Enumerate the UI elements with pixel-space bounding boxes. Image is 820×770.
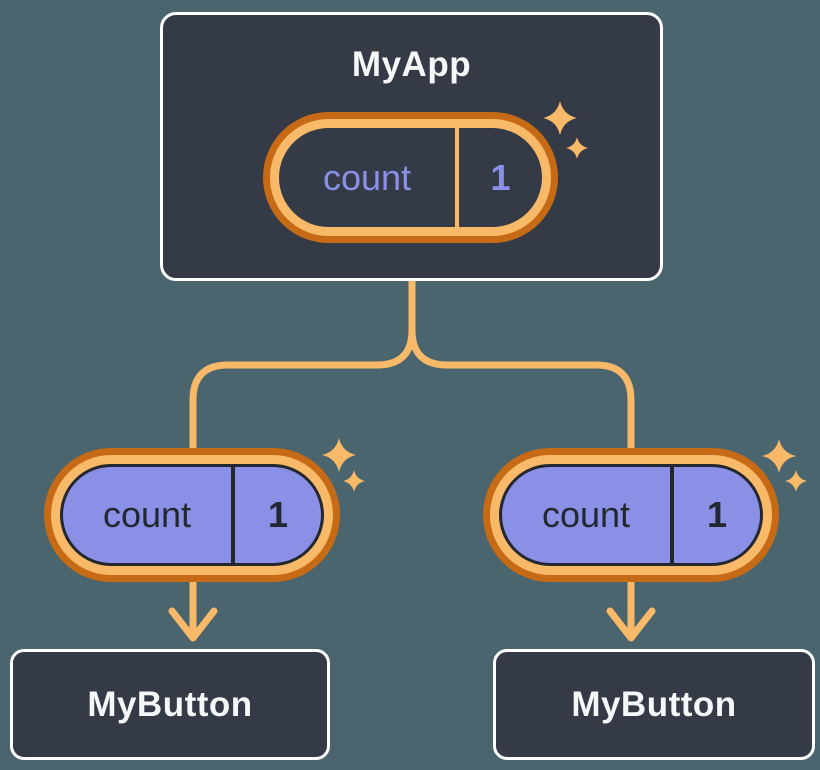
- right-prop-pill: count 1: [483, 448, 779, 582]
- state-pill-divider: [670, 467, 674, 563]
- state-value: 1: [706, 494, 728, 535]
- sparkle-icon: [566, 137, 588, 159]
- sparkle-icon: [343, 470, 365, 492]
- state-pill-ring: count 1: [51, 455, 333, 575]
- myapp-state-pill: count 1: [263, 112, 558, 243]
- sparkle-icon: [322, 438, 356, 472]
- mybutton-card-right: MyButton: [493, 649, 815, 760]
- arrow-left-head-icon: [168, 607, 218, 642]
- mybutton-title: MyButton: [571, 684, 737, 724]
- mybutton-title: MyButton: [87, 684, 253, 724]
- sparkle-icon: [785, 470, 807, 492]
- branch-left-line: [189, 274, 416, 462]
- state-name: count: [102, 494, 192, 535]
- state-pill-ring: count 1: [270, 119, 551, 236]
- state-pill-divider: [231, 467, 235, 563]
- state-name: count: [541, 494, 631, 535]
- sparkle-icon: [762, 439, 796, 473]
- sparkle-icon: [543, 101, 577, 135]
- mybutton-card-left: MyButton: [10, 649, 330, 760]
- state-name: count: [322, 156, 412, 198]
- state-pill-divider: [455, 128, 459, 227]
- state-value: 1: [267, 494, 289, 535]
- left-prop-pill: count 1: [44, 448, 340, 582]
- state-value: 1: [490, 156, 511, 198]
- myapp-title: MyApp: [351, 45, 472, 84]
- branch-right-line: [408, 274, 635, 462]
- state-pill-ring: count 1: [490, 455, 772, 575]
- arrow-right-head-icon: [606, 607, 656, 642]
